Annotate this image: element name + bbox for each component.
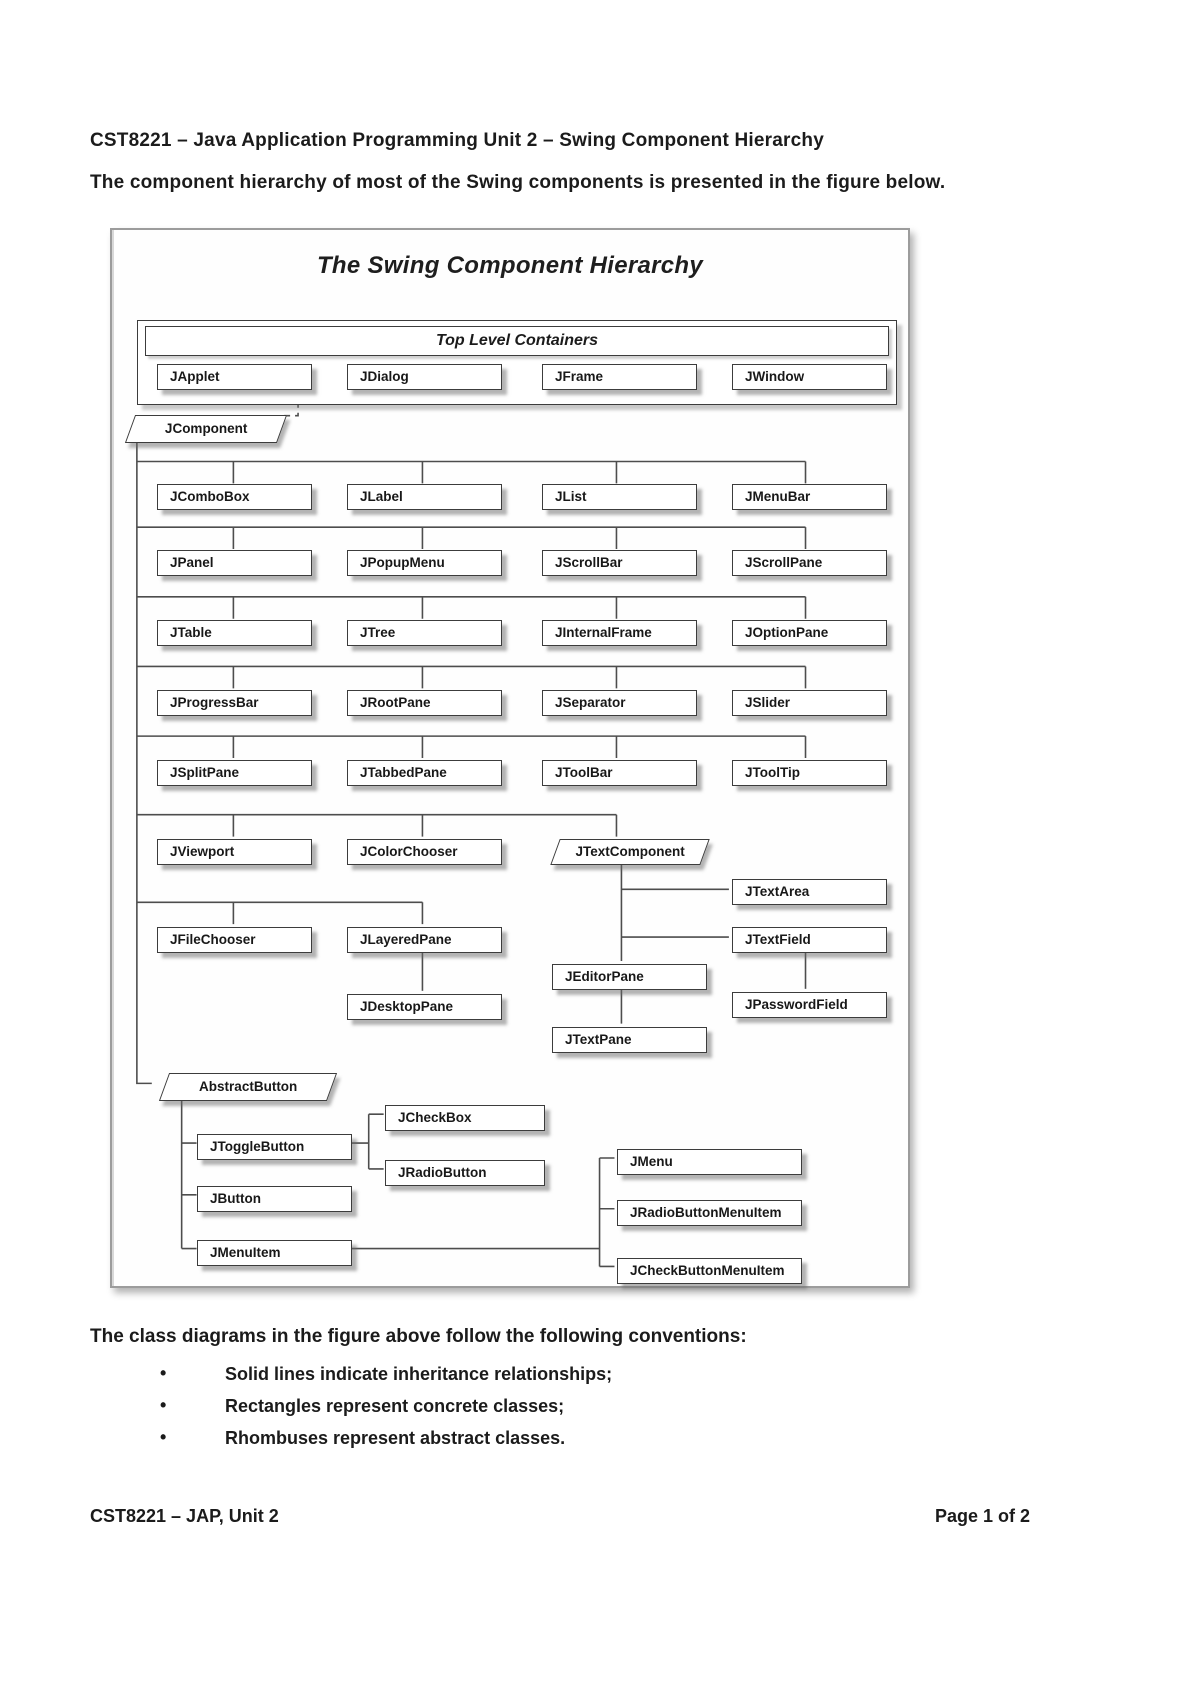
class-jscrollbar: JScrollBar — [542, 550, 697, 576]
class-jsplitpane: JSplitPane — [157, 760, 312, 786]
class-jtoolbar: JToolBar — [542, 760, 697, 786]
convention-bullet-item: Rectangles represent concrete classes; — [160, 1395, 612, 1417]
conventions-intro: The class diagrams in the figure above f… — [90, 1326, 747, 1347]
class-jtextcomponent: JTextComponent — [550, 839, 710, 865]
class-jlabel: JLabel — [347, 484, 502, 510]
class-jlist: JList — [542, 484, 697, 510]
class-jeditorpane: JEditorPane — [552, 964, 707, 990]
connector-abstractbutton-tree — [180, 1097, 197, 1250]
class-jcomponent-label: JComponent — [164, 421, 248, 436]
footer-page-number: Page 1 of 2 — [934, 1506, 1030, 1526]
class-jpasswordfield: JPasswordField — [732, 992, 887, 1018]
class-jcomponent: JComponent — [124, 415, 288, 443]
swing-hierarchy-figure: The Swing Component Hierarchy Top Level … — [110, 228, 910, 1288]
class-jbutton: JButton — [197, 1186, 352, 1212]
figure-title: The Swing Component Hierarchy — [316, 252, 704, 279]
class-jscrollpane: JScrollPane — [732, 550, 887, 576]
class-jtextcomponent-label: JTextComponent — [575, 844, 685, 859]
class-jpopupmenu: JPopupMenu — [347, 550, 502, 576]
connector-trunk — [136, 442, 152, 1085]
class-jprogressbar: JProgressBar — [157, 690, 312, 716]
class-jrootpane: JRootPane — [347, 690, 502, 716]
footer-course-label: CST8221 – JAP, Unit 2 — [90, 1506, 279, 1526]
top-level-containers-banner: Top Level Containers — [145, 326, 889, 356]
class-jmenuitem: JMenuItem — [197, 1240, 352, 1266]
document-subtitle: The component hierarchy of most of the S… — [90, 172, 946, 193]
class-jtabbedpane: JTabbedPane — [347, 760, 502, 786]
class-jtextfield: JTextField — [732, 927, 887, 953]
connector-row-7 — [136, 901, 424, 925]
class-jradiobuttonmenuitem: JRadioButtonMenuItem — [617, 1200, 802, 1226]
connector-row-4 — [136, 665, 807, 689]
class-jtextarea: JTextArea — [732, 879, 887, 905]
class-jradiobutton: JRadioButton — [385, 1160, 545, 1186]
class-jpanel: JPanel — [157, 550, 312, 576]
connector-togglebutton-children — [350, 1113, 384, 1170]
class-jtree: JTree — [347, 620, 502, 646]
class-jmenubar: JMenuBar — [732, 484, 887, 510]
connector-row-2 — [136, 526, 807, 550]
connector-row-1 — [136, 460, 807, 484]
convention-bullet-item: Rhombuses represent abstract classes. — [160, 1427, 612, 1449]
class-jframe: JFrame — [542, 364, 697, 390]
convention-bullet-item: Solid lines indicate inheritance relatio… — [160, 1363, 612, 1385]
class-japplet: JApplet — [157, 364, 312, 390]
inheritance-connectors — [136, 401, 807, 1268]
class-abstractbutton: AbstractButton — [158, 1073, 338, 1101]
class-jtooltip: JToolTip — [732, 760, 887, 786]
connector-textcomponent-tree — [620, 862, 729, 1024]
connector-row-5 — [136, 735, 807, 758]
class-abstractbutton-label: AbstractButton — [199, 1079, 298, 1094]
connector-row-6 — [136, 813, 618, 837]
class-jseparator: JSeparator — [542, 690, 697, 716]
class-jcombobox: JComboBox — [157, 484, 312, 510]
class-jtogglebutton: JToggleButton — [197, 1134, 352, 1160]
connector-menuitem-children — [350, 1157, 615, 1268]
class-jtextpane: JTextPane — [552, 1027, 707, 1053]
conventions-list: Solid lines indicate inheritance relatio… — [160, 1363, 612, 1460]
class-jcheckbuttonmenuitem: JCheckButtonMenuItem — [617, 1258, 802, 1284]
class-jcheckbox: JCheckBox — [385, 1105, 545, 1131]
class-jwindow: JWindow — [732, 364, 887, 390]
class-jlayeredpane: JLayeredPane — [347, 927, 502, 953]
document-title: CST8221 – Java Application Programming U… — [90, 130, 824, 151]
class-jtable: JTable — [157, 620, 312, 646]
class-jfilechooser: JFileChooser — [157, 927, 312, 953]
class-jmenu: JMenu — [617, 1149, 802, 1175]
class-joptionpane: JOptionPane — [732, 620, 887, 646]
class-jcolorchooser: JColorChooser — [347, 839, 502, 865]
class-jslider: JSlider — [732, 690, 887, 716]
class-jdesktoppane: JDesktopPane — [347, 994, 502, 1020]
class-jviewport: JViewport — [157, 839, 312, 865]
class-jinternalframe: JInternalFrame — [542, 620, 697, 646]
class-jdialog: JDialog — [347, 364, 502, 390]
connector-row-3 — [136, 596, 807, 619]
